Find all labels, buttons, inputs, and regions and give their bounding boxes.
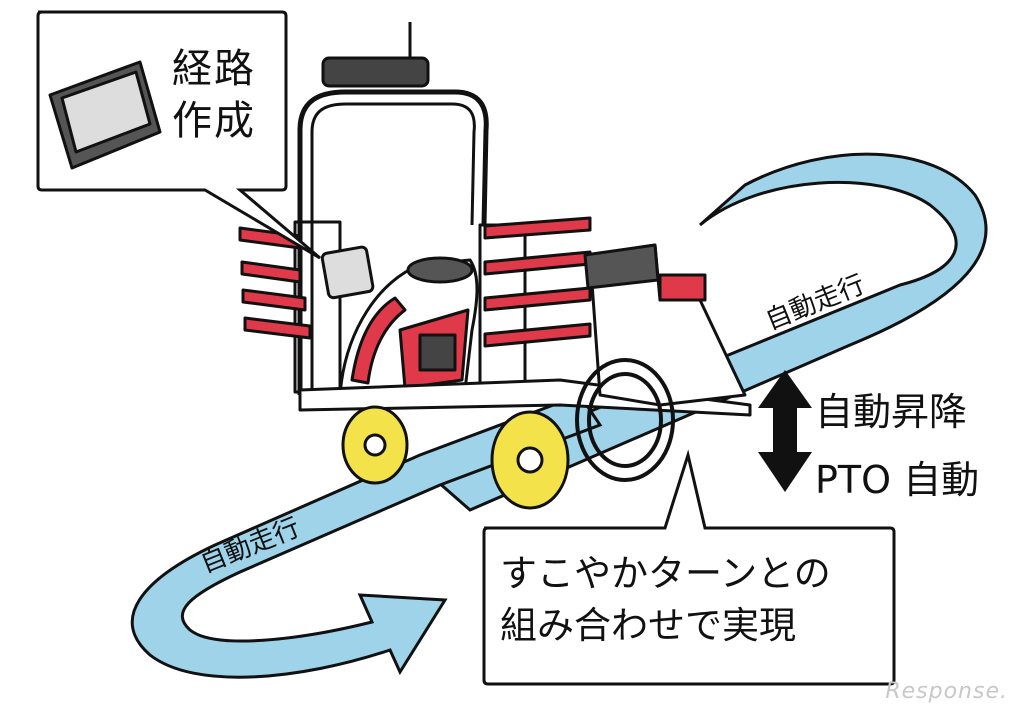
rear-tray	[585, 245, 658, 288]
hood-window	[420, 335, 455, 370]
route-callout-line2: 作成	[172, 96, 256, 148]
rear-red-block	[660, 275, 705, 300]
route-callout-line1: 経路	[172, 44, 256, 96]
seedling-trays-right	[485, 218, 590, 346]
gps-unit	[323, 58, 428, 86]
pto-auto-label: PTO 自動	[815, 446, 979, 514]
turn-callout-line1: すこやかターンとの	[500, 548, 831, 600]
lower-path-label: 自動走行	[196, 513, 304, 580]
double-arrow-icon	[758, 370, 812, 492]
onboard-tablet	[322, 246, 374, 298]
turn-callout-line2: 組み合わせで実現	[500, 600, 831, 652]
seat	[408, 258, 472, 282]
route-callout-text: 経路 作成	[172, 44, 256, 148]
auto-lift-label: 自動昇降	[815, 378, 979, 446]
front-wheel	[343, 407, 407, 483]
turn-callout-text: すこやかターンとの 組み合わせで実現	[500, 548, 831, 652]
middle-wheel	[492, 412, 568, 508]
function-labels: 自動昇降 PTO 自動	[815, 378, 979, 514]
watermark: Response.	[885, 679, 1008, 704]
